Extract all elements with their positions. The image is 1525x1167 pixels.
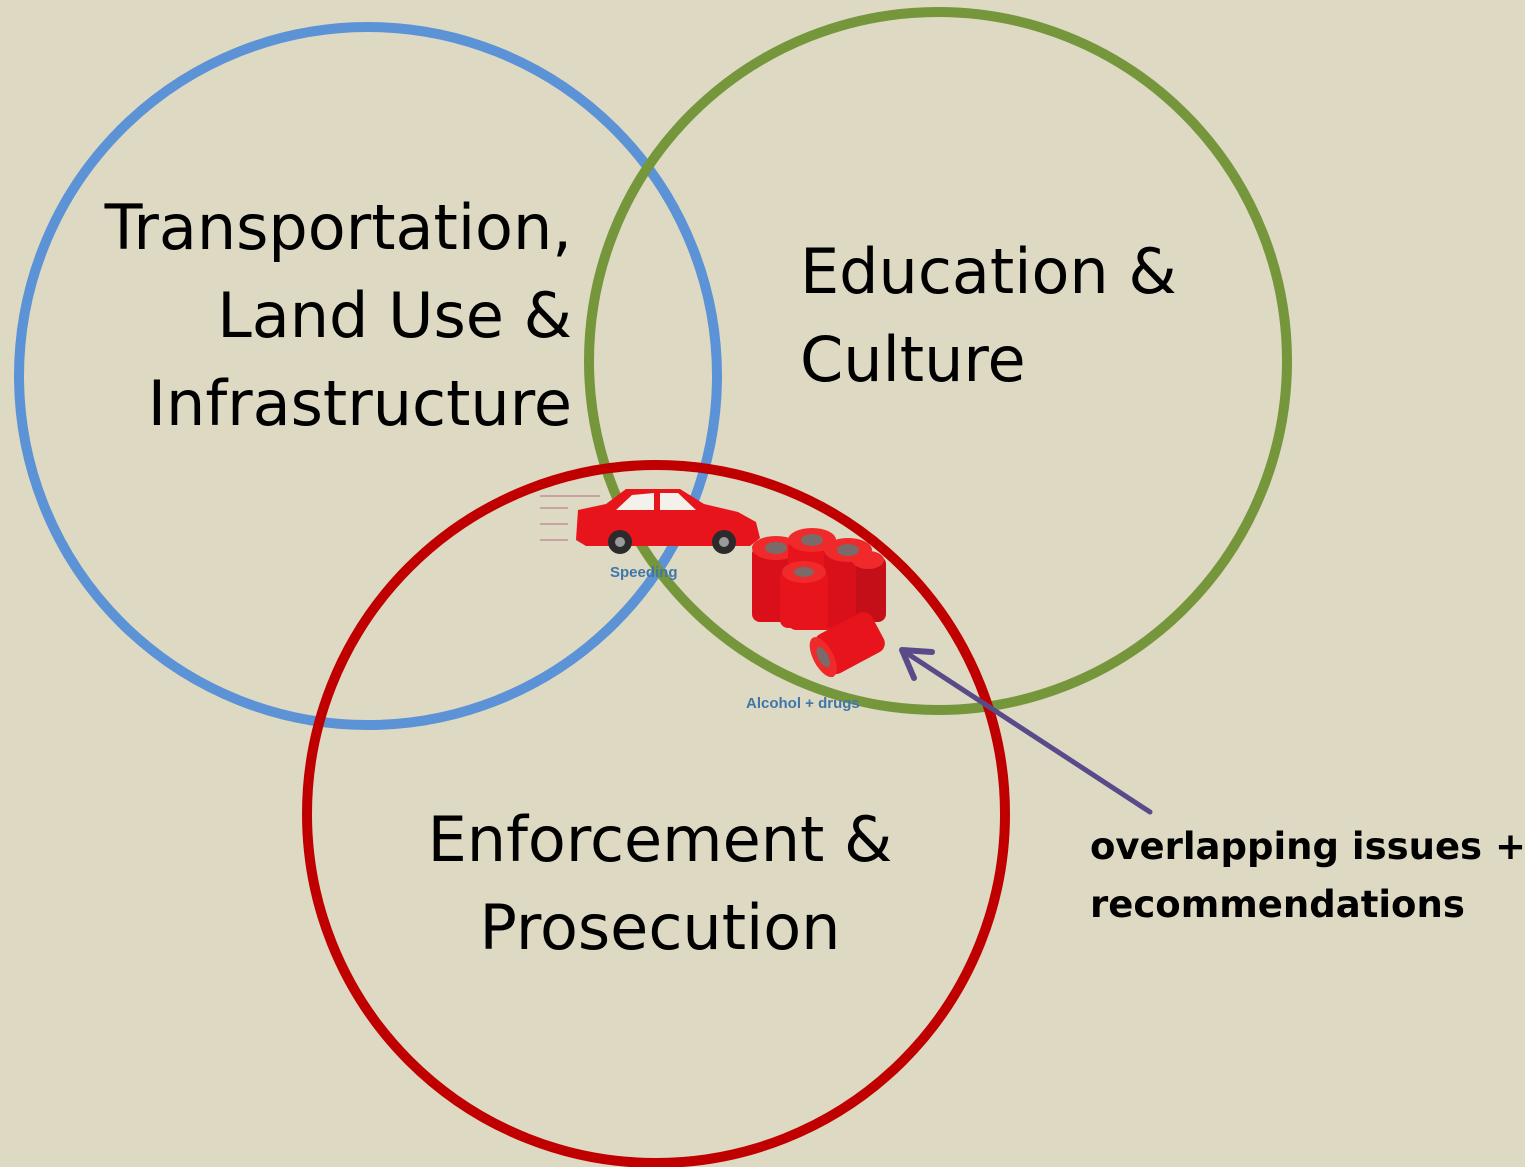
education-label: Education & Culture xyxy=(800,228,1177,404)
education-label-line: Culture xyxy=(800,323,1026,396)
annotation-arrow xyxy=(899,647,1153,815)
annotation-line: overlapping issues + xyxy=(1090,825,1525,868)
transportation-label: Transportation, Land Use & Infrastructur… xyxy=(60,184,572,448)
cans-icon xyxy=(752,528,886,678)
alcohol-caption: Alcohol + drugs xyxy=(746,695,860,712)
transportation-label-line: Transportation, xyxy=(104,191,572,264)
enforcement-label-line: Enforcement & xyxy=(427,803,893,876)
annotation-text: overlapping issues + recommendations xyxy=(1090,818,1525,934)
transportation-label-line: Land Use & xyxy=(217,279,572,352)
education-label-line: Education & xyxy=(800,235,1177,308)
enforcement-label-line: Prosecution xyxy=(479,891,841,964)
transportation-label-line: Infrastructure xyxy=(147,367,572,440)
annotation-line: recommendations xyxy=(1090,883,1465,926)
car-icon xyxy=(540,489,760,554)
enforcement-label: Enforcement & Prosecution xyxy=(380,796,940,972)
enforcement-circle xyxy=(302,460,1010,1167)
transportation-circle xyxy=(14,22,722,730)
education-circle xyxy=(584,7,1292,715)
speeding-caption: Speeding xyxy=(610,564,678,581)
